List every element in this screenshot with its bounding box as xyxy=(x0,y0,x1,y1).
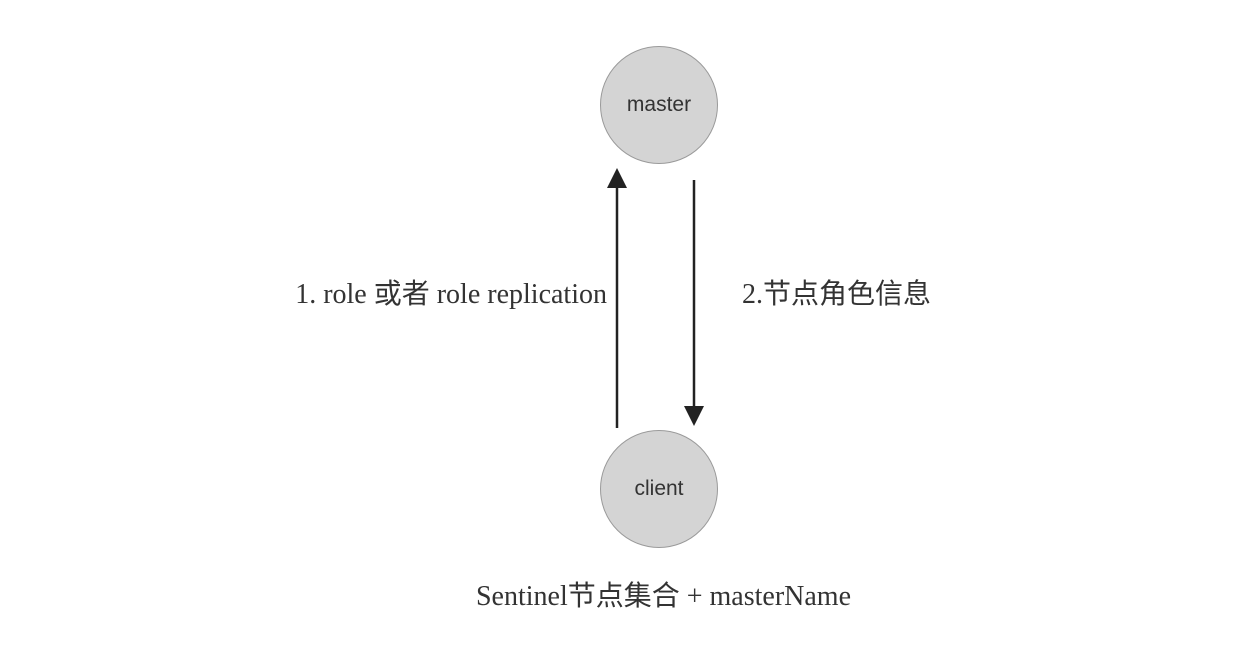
master-node: master xyxy=(600,46,718,164)
master-node-label: master xyxy=(626,93,692,116)
response-arrow xyxy=(684,180,704,426)
request-arrow xyxy=(607,168,627,428)
client-config-label: Sentinel节点集合 + masterName xyxy=(475,581,852,612)
request-label: 1. role 或者 role replication xyxy=(295,279,607,310)
client-node: client xyxy=(600,430,718,548)
client-node-label: client xyxy=(634,477,684,500)
response-label: 2.节点角色信息 xyxy=(742,279,932,310)
